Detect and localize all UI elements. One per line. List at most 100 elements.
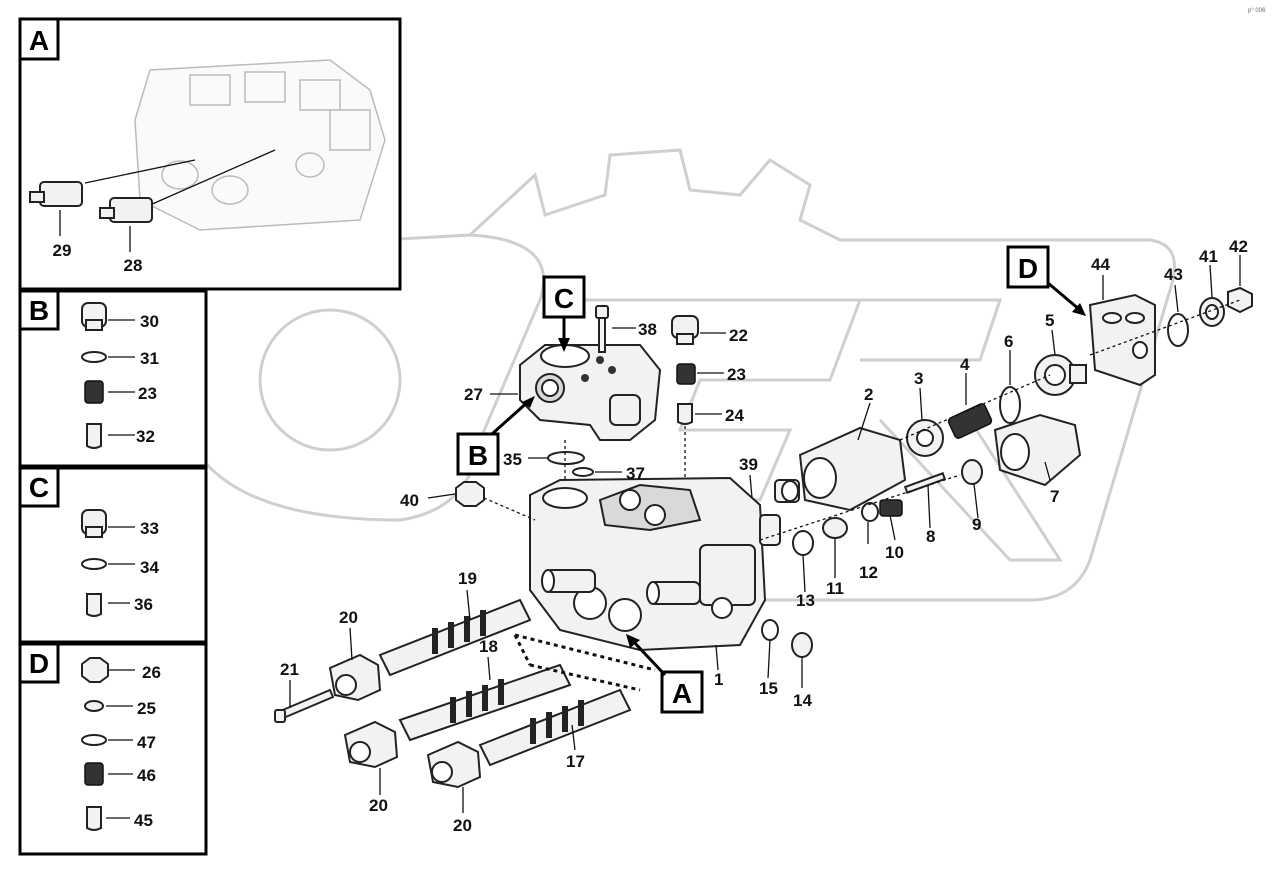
part-6-oring (999, 386, 1021, 424)
label-40: 40 (400, 491, 419, 510)
part-12-washer (861, 502, 879, 522)
inset-c-label: C (29, 472, 49, 503)
part-10-spring (879, 499, 903, 517)
label-20-top: 20 (339, 608, 358, 627)
part-9-plug (961, 459, 983, 485)
label-37: 37 (626, 464, 645, 483)
part-13-ring (792, 530, 814, 556)
part-43-oring (1167, 313, 1189, 347)
label-11: 11 (826, 579, 844, 598)
dotted-guide (513, 633, 656, 692)
part-38-bolt (595, 305, 609, 353)
svg-text:A: A (672, 678, 692, 709)
part-24-sleeve (677, 403, 693, 425)
part-47-oring (81, 734, 107, 746)
label-20-bottom: 20 (453, 816, 472, 835)
ghost-valve-body (134, 59, 386, 231)
part-23-spring (676, 363, 696, 385)
label-43: 43 (1164, 265, 1183, 284)
label-27: 27 (464, 385, 483, 404)
label-1: 1 (714, 670, 723, 689)
part-37-oring (572, 467, 594, 477)
part-44-block (1088, 293, 1156, 387)
part-28-plug (99, 197, 153, 223)
part-42-nut (1227, 286, 1253, 314)
part-31-oring (81, 351, 107, 363)
part-36-sleeve (86, 593, 102, 617)
inset-b-label: B (29, 295, 49, 326)
label-13: 13 (796, 591, 815, 610)
label-36: 36 (134, 595, 153, 614)
part-35-oring (547, 451, 585, 465)
part-46-spring (84, 762, 104, 786)
label-24: 24 (725, 406, 744, 425)
corner-code: p° 006 (1248, 8, 1266, 14)
label-42: 42 (1229, 237, 1248, 256)
label-33: 33 (140, 519, 159, 538)
label-6: 6 (1004, 332, 1013, 351)
part-19-spool (378, 598, 532, 677)
callout-b: B (456, 396, 535, 476)
part-11-cap (822, 517, 848, 539)
label-29: 29 (53, 241, 72, 260)
label-21: 21 (280, 660, 299, 679)
label-23-inset: 23 (138, 384, 157, 403)
inset-box-c: C 33 34 36 (18, 466, 208, 644)
label-12: 12 (859, 563, 878, 582)
svg-text:C: C (554, 283, 574, 314)
part-20-endcap-top (328, 653, 382, 702)
inset-a-label: A (29, 25, 49, 56)
part-41-nut (1199, 297, 1225, 327)
part-18-spool (398, 663, 572, 742)
part-25-washer (84, 700, 104, 712)
label-3: 3 (914, 369, 923, 388)
callout-c: C (542, 275, 586, 352)
inset-d-label: D (29, 648, 49, 679)
part-1-valve-body (529, 476, 781, 652)
part-27-upper-block (519, 344, 662, 441)
label-9: 9 (972, 515, 981, 534)
label-17: 17 (566, 752, 585, 771)
inset-box-a: A 29 28 (18, 17, 402, 291)
part-4-spring (947, 403, 993, 439)
part-19-spool-stub (541, 569, 596, 593)
label-44: 44 (1091, 255, 1110, 274)
part-40-fitting (455, 481, 536, 521)
part-34-oring (81, 558, 107, 570)
part-29-plug (29, 181, 83, 207)
label-41: 41 (1199, 247, 1218, 266)
label-34: 34 (140, 558, 159, 577)
label-25: 25 (137, 699, 156, 718)
label-8: 8 (926, 527, 935, 546)
label-47: 47 (137, 733, 156, 752)
svg-text:D: D (1018, 253, 1038, 284)
label-15: 15 (759, 679, 778, 698)
part-7-housing (993, 413, 1082, 487)
part-21-bolt (274, 688, 335, 723)
part-39-fitting (774, 479, 800, 503)
svg-text:B: B (468, 440, 488, 471)
label-18: 18 (479, 637, 498, 656)
main-labels: 38 22 23 24 27 35 37 40 39 2 3 4 5 6 7 8… (280, 237, 1248, 835)
label-7: 7 (1050, 487, 1059, 506)
label-2: 2 (864, 385, 873, 404)
label-4: 4 (960, 355, 970, 374)
label-10: 10 (885, 543, 904, 562)
inset-box-b: B 30 31 23 32 (18, 289, 208, 468)
part-18-spool-stub (646, 581, 701, 605)
part-14-plug (791, 632, 813, 658)
label-14: 14 (793, 691, 812, 710)
label-46: 46 (137, 766, 156, 785)
label-30: 30 (140, 312, 159, 331)
label-38: 38 (638, 320, 657, 339)
label-35: 35 (503, 450, 522, 469)
label-22: 22 (729, 326, 748, 345)
inset-box-d: D 26 25 47 46 45 (18, 642, 208, 856)
part-5-plug (1034, 354, 1087, 396)
part-20-endcap-bottom (426, 740, 482, 789)
part-3-cap (906, 419, 944, 457)
label-32: 32 (136, 427, 155, 446)
label-45: 45 (134, 811, 153, 830)
part-26-hexcap (81, 657, 109, 683)
